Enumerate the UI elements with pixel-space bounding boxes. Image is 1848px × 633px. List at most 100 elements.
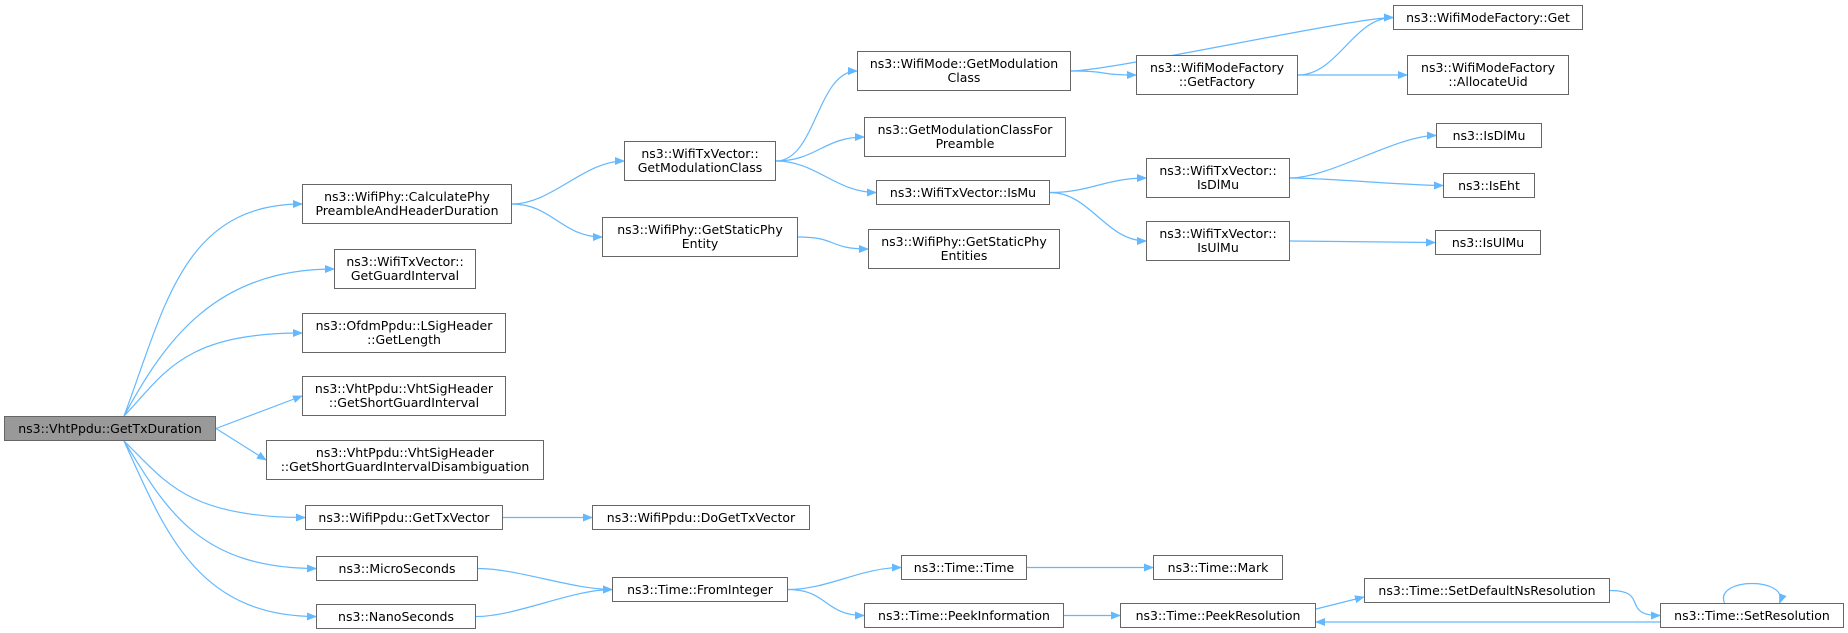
edge-txvIsMu-to-txvIsDlMu xyxy=(1049,174,1147,194)
graph-node-txv-is-dl-mu[interactable]: ns3::WifiTxVector::IsDlMu xyxy=(1146,158,1290,198)
graph-node-label: ::GetShortGuardInterval xyxy=(328,395,480,410)
graph-node-label: ::GetFactory xyxy=(1178,74,1256,89)
graph-node-get-guard[interactable]: ns3::WifiTxVector::GetGuardInterval xyxy=(334,249,476,289)
graph-node-time-mark[interactable]: ns3::Time::Mark xyxy=(1153,555,1283,580)
graph-node-label: ns3::WifiModeFactory xyxy=(1421,60,1555,75)
edge-txvModClass-to-txvIsMu xyxy=(775,160,877,197)
graph-node-label: GetGuardInterval xyxy=(350,268,460,283)
graph-node-label: ns3::IsUlMu xyxy=(1451,234,1525,250)
graph-node-label: ns3::Time::PeekResolution xyxy=(1135,607,1301,623)
graph-node-label: ::AllocateUid xyxy=(1448,74,1528,89)
graph-node-label: ns3::WifiTxVector:: xyxy=(1159,163,1277,178)
graph-node-is-ul-mu[interactable]: ns3::IsUlMu xyxy=(1435,230,1541,255)
graph-node-root: ns3::VhtPpdu::GetTxDuration xyxy=(4,416,216,441)
edge-root-to-lsigLen xyxy=(123,329,303,417)
edge-modeModClass-to-factGetFactory xyxy=(1070,70,1137,79)
graph-node-label: ::GetLength xyxy=(367,332,441,347)
graph-node-label: ns3::WifiTxVector:: xyxy=(346,254,464,269)
graph-node-short-g-i-d[interactable]: ns3::VhtPpdu::VhtSigHeader::GetShortGuar… xyxy=(266,440,544,480)
edge-root-to-calcPhy xyxy=(123,200,303,417)
graph-node-label: ns3::VhtPpdu::VhtSigHeader xyxy=(315,445,495,460)
edge-micro-to-fromInt xyxy=(477,567,613,594)
graph-node-label: ns3::Time::SetResolution xyxy=(1674,607,1830,623)
graph-node-label: ns3::Time::SetDefaultNsResolution xyxy=(1378,582,1596,598)
graph-node-do-get-tx-vec[interactable]: ns3::WifiPpdu::DoGetTxVector xyxy=(592,505,810,530)
graph-node-label: ns3::Time::PeekInformation xyxy=(878,607,1050,623)
graph-node-txv-mod-class[interactable]: ns3::WifiTxVector::GetModulationClass xyxy=(624,141,776,181)
graph-node-label: ns3::WifiTxVector::IsMu xyxy=(889,184,1037,200)
graph-node-label: ns3::WifiPhy::GetStaticPhy xyxy=(617,222,783,237)
graph-node-label: ns3::GetModulationClassFor xyxy=(877,122,1053,137)
graph-node-label: ns3::WifiTxVector:: xyxy=(641,146,759,161)
edge-txvIsDlMu-to-isDlMu xyxy=(1289,131,1437,179)
graph-node-peek-res[interactable]: ns3::Time::PeekResolution xyxy=(1120,603,1316,628)
graph-node-micro[interactable]: ns3::MicroSeconds xyxy=(316,556,478,581)
graph-node-is-eht[interactable]: ns3::IsEht xyxy=(1443,173,1535,198)
edge-root-to-shortGID xyxy=(215,427,267,461)
graph-node-label: IsDlMu xyxy=(1196,177,1239,192)
edge-calcPhy-to-txvModClass xyxy=(511,157,625,205)
graph-node-label: ns3::Time::FromInteger xyxy=(627,581,773,597)
graph-node-set-res[interactable]: ns3::Time::SetResolution xyxy=(1660,603,1844,628)
edge-modeModClass-to-factGet xyxy=(1070,13,1394,72)
edge-factGetFactory-to-factGet xyxy=(1297,13,1394,76)
graph-node-label: ns3::OfdmPpdu::LSigHeader xyxy=(315,318,493,333)
edge-txvModClass-to-modeModClass xyxy=(775,67,858,162)
graph-node-label: ns3::WifiTxVector:: xyxy=(1159,226,1277,241)
graph-node-label: Preamble xyxy=(935,136,995,151)
graph-node-set-default-res[interactable]: ns3::Time::SetDefaultNsResolution xyxy=(1364,578,1610,603)
edge-fromInt-to-timeTime xyxy=(787,563,902,591)
edge-staticPhyEntity-to-staticPhyEntities xyxy=(797,236,869,253)
graph-node-short-g-i[interactable]: ns3::VhtPpdu::VhtSigHeader::GetShortGuar… xyxy=(302,376,506,416)
graph-node-label: GetModulationClass xyxy=(637,160,763,175)
graph-node-nano[interactable]: ns3::NanoSeconds xyxy=(316,604,476,629)
graph-node-label: Class xyxy=(947,70,981,85)
graph-node-is-dl-mu[interactable]: ns3::IsDlMu xyxy=(1436,123,1542,148)
graph-node-label: ns3::WifiPpdu::DoGetTxVector xyxy=(606,509,796,525)
graph-node-from-int[interactable]: ns3::Time::FromInteger xyxy=(612,577,788,602)
edge-txvModClass-to-modClassPreamble xyxy=(775,133,865,162)
graph-node-label: ns3::IsDlMu xyxy=(1452,127,1526,143)
edge-txvIsDlMu-to-isEht xyxy=(1289,177,1444,190)
graph-node-label: ns3::IsEht xyxy=(1458,177,1520,193)
edge-setDefaultRes-to-setRes xyxy=(1609,589,1661,620)
graph-node-txv-is-ul-mu[interactable]: ns3::WifiTxVector::IsUlMu xyxy=(1146,221,1290,261)
graph-node-fact-get[interactable]: ns3::WifiModeFactory::Get xyxy=(1393,5,1583,30)
graph-node-label: ns3::WifiMode::GetModulation xyxy=(869,56,1059,71)
graph-node-txv-is-mu[interactable]: ns3::WifiTxVector::IsMu xyxy=(876,180,1050,205)
edge-root-to-getGuard xyxy=(123,265,335,417)
graph-node-label: ns3::WifiPpdu::GetTxVector xyxy=(318,509,490,525)
edge-root-to-nano xyxy=(123,440,317,621)
edge-setRes-to-setRes xyxy=(1722,582,1787,604)
graph-node-label: ns3::VhtPpdu::VhtSigHeader xyxy=(314,381,494,396)
edge-fromInt-to-peekInfo xyxy=(787,588,865,620)
graph-node-label: IsUlMu xyxy=(1197,240,1239,255)
edge-peekRes-to-setDefaultRes xyxy=(1315,595,1365,610)
graph-node-label: ns3::WifiPhy::CalculatePhy xyxy=(324,189,490,204)
graph-node-fact-get-factory[interactable]: ns3::WifiModeFactory::GetFactory xyxy=(1136,55,1298,95)
graph-node-label: Entity xyxy=(681,236,719,251)
edge-root-to-shortGI xyxy=(215,395,303,430)
graph-node-label: ns3::MicroSeconds xyxy=(338,560,456,576)
edge-root-to-micro xyxy=(123,440,317,573)
graph-node-get-tx-vec[interactable]: ns3::WifiPpdu::GetTxVector xyxy=(305,505,503,530)
graph-node-peek-info[interactable]: ns3::Time::PeekInformation xyxy=(864,603,1064,628)
graph-node-label: PreambleAndHeaderDuration xyxy=(315,203,499,218)
graph-node-label: ::GetShortGuardIntervalDisambiguation xyxy=(280,459,530,474)
edge-nano-to-fromInt xyxy=(475,585,613,618)
graph-node-lsig-len[interactable]: ns3::OfdmPpdu::LSigHeader::GetLength xyxy=(302,313,506,353)
graph-node-label: ns3::VhtPpdu::GetTxDuration xyxy=(18,420,202,436)
graph-node-fact-alloc[interactable]: ns3::WifiModeFactory::AllocateUid xyxy=(1407,55,1569,95)
graph-node-time-time[interactable]: ns3::Time::Time xyxy=(901,555,1027,580)
graph-node-label: ns3::Time::Time xyxy=(913,559,1015,575)
graph-node-label: ns3::WifiModeFactory xyxy=(1150,60,1284,75)
graph-node-label: ns3::Time::Mark xyxy=(1167,559,1269,575)
edge-calcPhy-to-staticPhyEntity xyxy=(511,203,603,241)
graph-node-label: ns3::WifiModeFactory::Get xyxy=(1406,9,1570,25)
